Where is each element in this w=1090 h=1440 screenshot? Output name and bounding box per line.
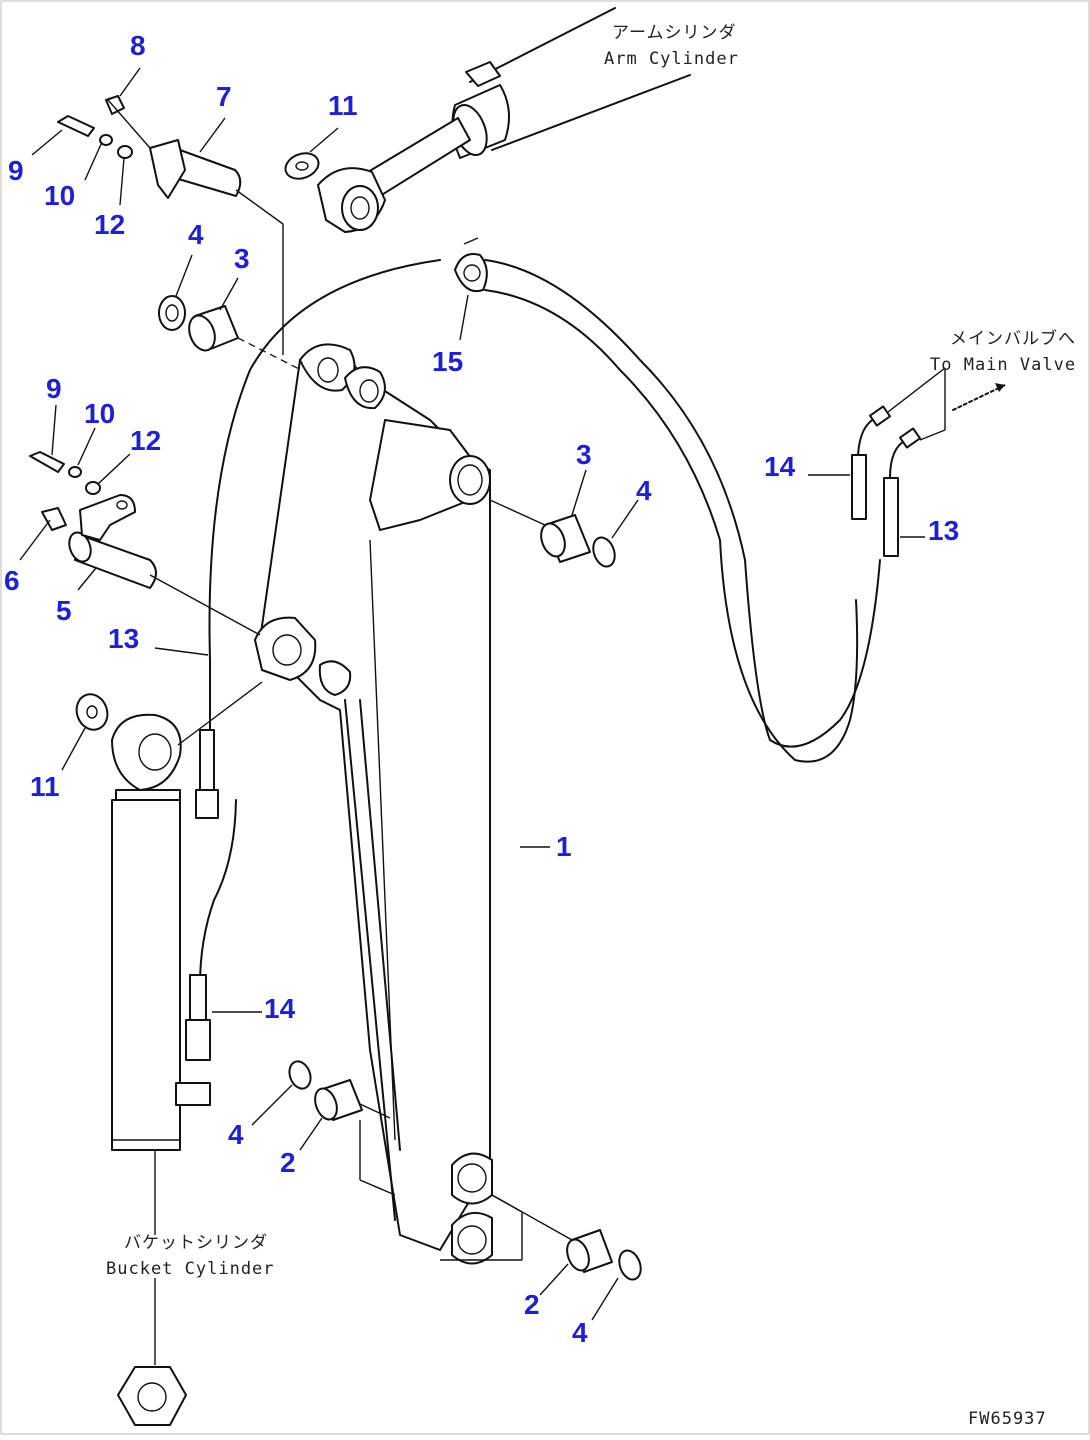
pin-7-assembly — [57, 95, 284, 355]
callout-4: 4 — [228, 1119, 244, 1150]
callout-11: 11 — [30, 771, 60, 802]
callout-9: 9 — [8, 155, 24, 186]
bucket-cylinder — [111, 681, 263, 1426]
callout-12: 12 — [94, 209, 125, 240]
callout-14: 14 — [764, 451, 796, 482]
bucket-cylinder-label-en: Bucket Cylinder — [106, 1259, 275, 1279]
bushing-3-seal-4-right — [489, 499, 616, 568]
callout-4: 4 — [636, 475, 652, 506]
callout-5: 5 — [56, 595, 72, 626]
bushing-2-seal-4-bottom — [491, 1194, 642, 1281]
bucket-cylinder-label-jp: バケットシリンダ — [124, 1233, 268, 1253]
main-valve-label-jp: メインバルブへ — [950, 328, 1076, 349]
pin-5-assembly — [29, 451, 261, 636]
callout-4: 4 — [572, 1317, 588, 1348]
callout-14: 14 — [264, 993, 296, 1024]
figure-code: FW65937 — [968, 1409, 1047, 1429]
callout-13: 13 — [108, 623, 139, 654]
callout-4: 4 — [188, 219, 204, 250]
callout-2: 2 — [524, 1289, 540, 1320]
callout-3: 3 — [234, 243, 250, 274]
callout-8: 8 — [130, 30, 146, 61]
callout-15: 15 — [432, 346, 463, 377]
arm-cylinder-label-jp: アームシリンダ — [612, 23, 736, 43]
washer-11-left — [75, 693, 109, 731]
hose-13-right — [484, 259, 1006, 763]
callout-9: 9 — [46, 373, 62, 404]
callout-10: 10 — [84, 398, 115, 429]
callout-3: 3 — [576, 439, 592, 470]
main-valve-label-en: To Main Valve — [930, 355, 1076, 375]
callout-1: 1 — [556, 831, 572, 862]
arm-body — [254, 343, 523, 1265]
callout-12: 12 — [130, 425, 161, 456]
callout-13: 13 — [928, 515, 959, 546]
arm-cylinder — [317, 7, 691, 233]
clamp-15 — [454, 237, 488, 292]
hoses-left — [185, 259, 441, 1061]
washer-11-top — [284, 152, 320, 180]
callout-2: 2 — [280, 1147, 296, 1178]
callout-7: 7 — [216, 81, 232, 112]
bushing-3-seal-4-upper — [158, 295, 306, 373]
callout-6: 6 — [4, 565, 20, 596]
arm-cylinder-label-en: Arm Cylinder — [604, 49, 739, 69]
callout-10: 10 — [44, 180, 75, 211]
leader-lines — [19, 67, 925, 1321]
bushing-2-seal-4-lower — [288, 1060, 391, 1121]
callout-11: 11 — [328, 90, 358, 121]
